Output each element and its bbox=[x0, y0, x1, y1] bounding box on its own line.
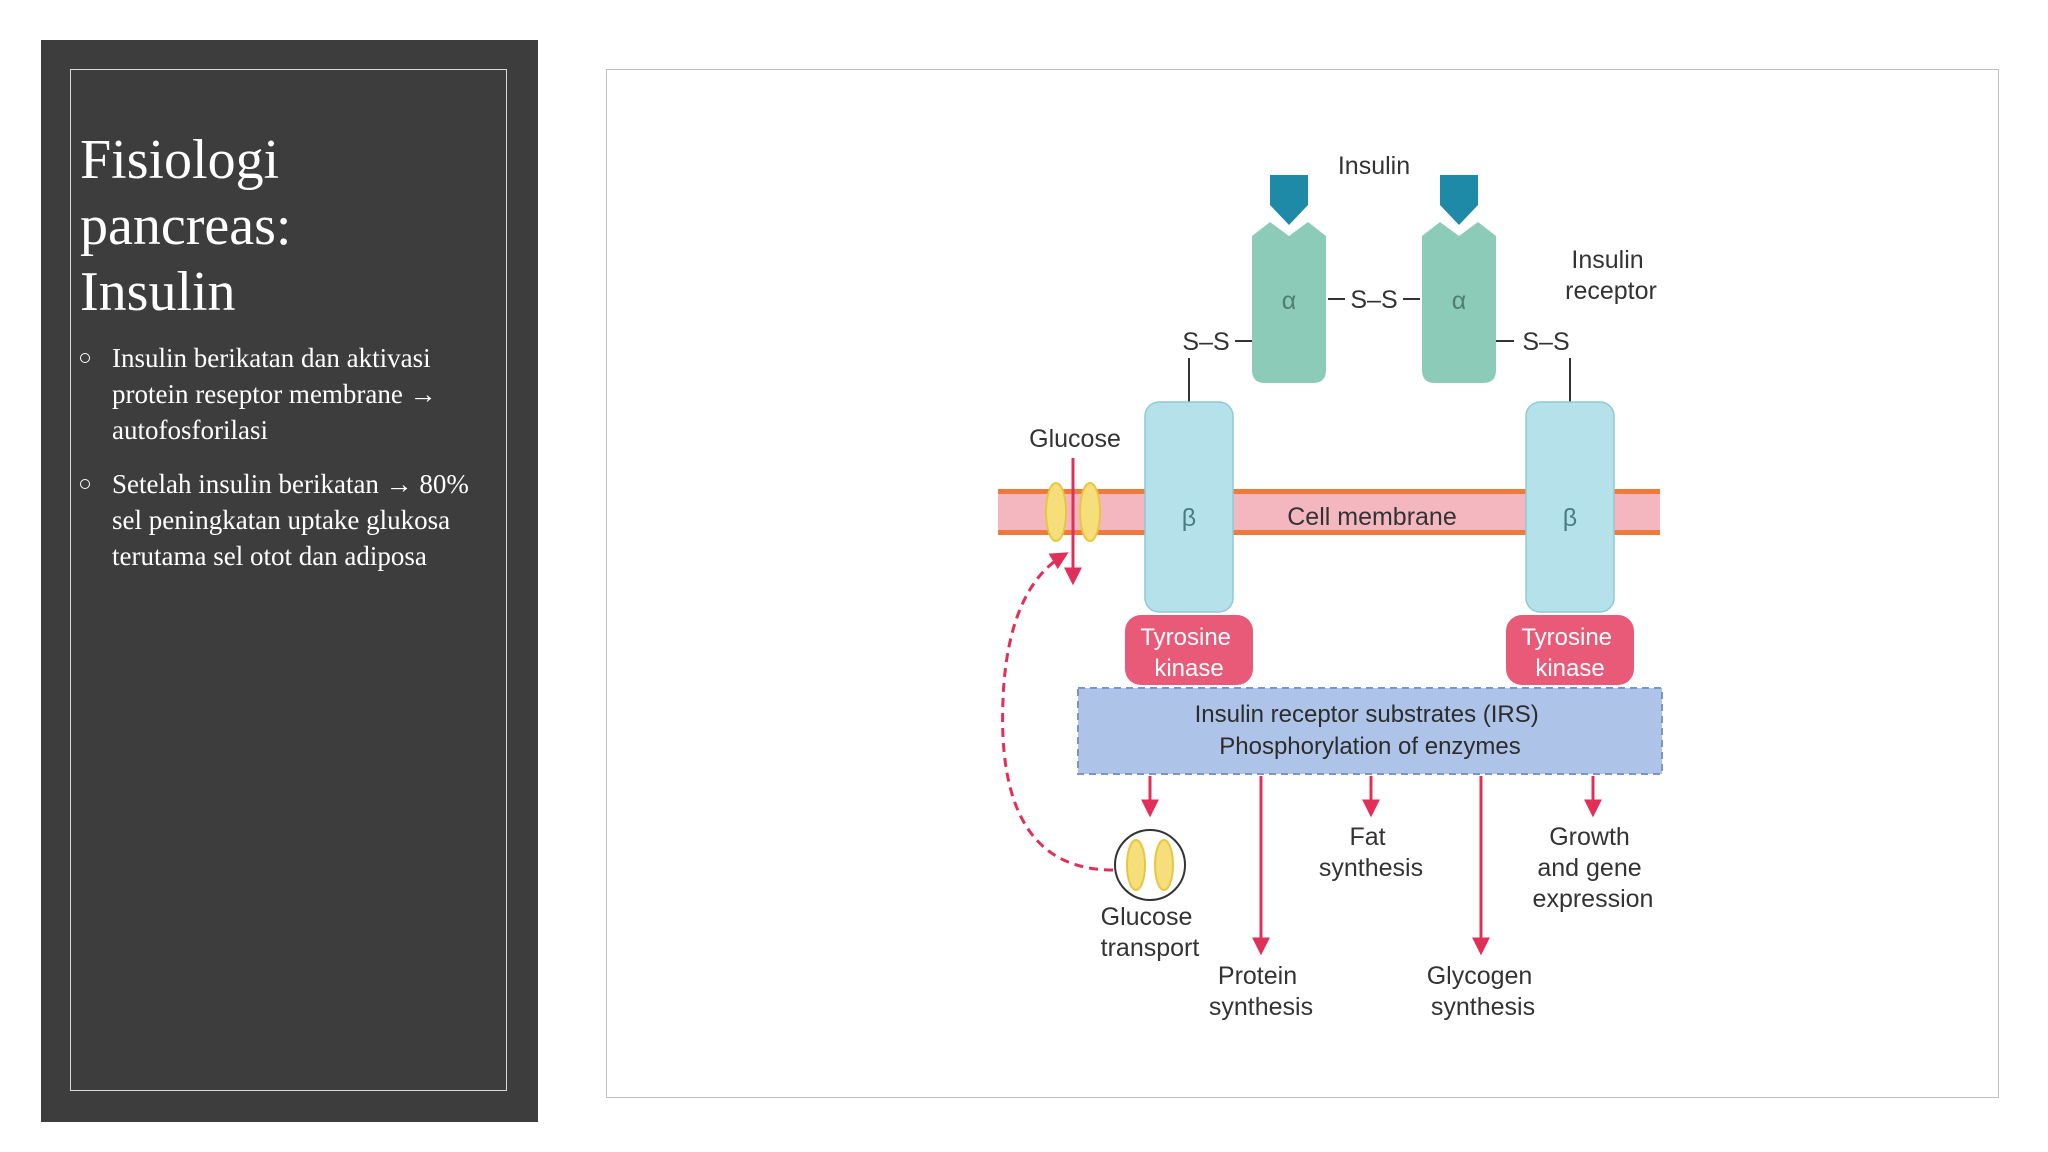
output-label-line: transport bbox=[1101, 934, 1200, 962]
glycogen-synthesis-label: Glycogen synthesis bbox=[1427, 962, 1540, 1021]
slide-title-line: pancreas: bbox=[80, 195, 292, 257]
irs-label-line: Phosphorylation of enzymes bbox=[1219, 733, 1521, 760]
protein-synthesis-label: Protein synthesis bbox=[1209, 962, 1313, 1021]
disulfide-bond-left: S–S bbox=[1182, 328, 1229, 356]
membrane-edge-bottom bbox=[998, 530, 1660, 535]
output-label-line: Glucose bbox=[1101, 903, 1193, 931]
beta-subunit-left bbox=[1144, 401, 1234, 613]
kinase-label-line: Tyrosine bbox=[1140, 624, 1231, 651]
output-label-line: synthesis bbox=[1209, 993, 1313, 1021]
membrane-label: Cell membrane bbox=[1287, 503, 1457, 531]
beta-subunit-right bbox=[1525, 401, 1615, 613]
alpha-label-left: α bbox=[1282, 287, 1296, 315]
bullet-item: Setelah insulin berikatan → 80% sel peni… bbox=[80, 466, 470, 574]
bullet-text: Insulin berikatan dan aktivasi protein r… bbox=[112, 343, 437, 445]
vesicle-outline bbox=[1114, 829, 1186, 901]
output-label-line: and gene bbox=[1537, 854, 1641, 882]
output-label-line: synthesis bbox=[1319, 854, 1423, 882]
glucose-transport-label: Glucose transport bbox=[1101, 903, 1200, 962]
irs-label: Insulin receptor substrates (IRS) Phosph… bbox=[1195, 701, 1546, 760]
output-label-line: expression bbox=[1533, 885, 1654, 913]
insulin-molecule-left bbox=[1270, 175, 1308, 225]
kinase-label-left: Tyrosine kinase bbox=[1140, 624, 1237, 682]
kinase-label-line: Tyrosine bbox=[1521, 624, 1612, 651]
output-label-line: synthesis bbox=[1431, 993, 1535, 1021]
kinase-label-line: kinase bbox=[1535, 655, 1604, 682]
receptor-label: Insulin receptor bbox=[1565, 246, 1657, 305]
bullet-item: Insulin berikatan dan aktivasi protein r… bbox=[80, 340, 470, 448]
title-panel: Fisiologi pancreas: Insulin Insulin beri… bbox=[41, 40, 538, 1122]
glucose-label: Glucose bbox=[1029, 425, 1121, 453]
receptor-label-line: Insulin bbox=[1571, 246, 1643, 274]
bullet-dot-icon bbox=[80, 479, 90, 489]
fat-synthesis-label: Fat synthesis bbox=[1319, 823, 1423, 882]
kinase-label-right: Tyrosine kinase bbox=[1521, 624, 1618, 682]
glucose-transporter-vesicle bbox=[1114, 829, 1186, 901]
bullet-dot-icon bbox=[80, 353, 90, 363]
receptor-label-line: receptor bbox=[1565, 277, 1657, 305]
alpha-label-right: α bbox=[1452, 287, 1466, 315]
output-label-line: Glycogen bbox=[1427, 962, 1533, 990]
bullet-text: Setelah insulin berikatan → 80% sel peni… bbox=[112, 469, 469, 571]
title-panel-border bbox=[70, 69, 507, 1091]
output-label-line: Growth bbox=[1549, 823, 1630, 851]
vesicle-channel-right bbox=[1154, 839, 1174, 891]
beta-label-left: β bbox=[1182, 504, 1196, 532]
membrane-edge-top bbox=[998, 489, 1660, 494]
glucose-channel bbox=[1045, 482, 1101, 542]
irs-box bbox=[1077, 687, 1663, 775]
disulfide-bond-center: S–S bbox=[1350, 286, 1397, 314]
insulin-molecule-right bbox=[1440, 175, 1478, 225]
channel-half-left bbox=[1045, 482, 1067, 542]
beta-label-right: β bbox=[1563, 504, 1577, 532]
slide-title: Fisiologi pancreas: Insulin bbox=[80, 127, 460, 325]
growth-label: Growth and gene expression bbox=[1533, 823, 1654, 913]
kinase-label-line: kinase bbox=[1154, 655, 1223, 682]
vesicle-channel-left bbox=[1126, 839, 1146, 891]
slide-title-line: Fisiologi bbox=[80, 129, 280, 191]
insulin-label: Insulin bbox=[1338, 152, 1410, 180]
channel-half-right bbox=[1079, 482, 1101, 542]
tyrosine-kinase-left bbox=[1125, 615, 1253, 685]
bullet-list: Insulin berikatan dan aktivasi protein r… bbox=[80, 340, 470, 592]
alpha-subunit-left bbox=[1252, 222, 1326, 383]
transporter-translocation-arrow bbox=[1001, 552, 1114, 872]
irs-label-line: Insulin receptor substrates (IRS) bbox=[1195, 701, 1539, 728]
disulfide-bond-right: S–S bbox=[1522, 328, 1569, 356]
tyrosine-kinase-right bbox=[1506, 615, 1634, 685]
alpha-subunit-right bbox=[1422, 222, 1496, 383]
output-label-line: Protein bbox=[1218, 962, 1297, 990]
slide-title-line: Insulin bbox=[80, 261, 236, 323]
output-label-line: Fat bbox=[1349, 823, 1385, 851]
